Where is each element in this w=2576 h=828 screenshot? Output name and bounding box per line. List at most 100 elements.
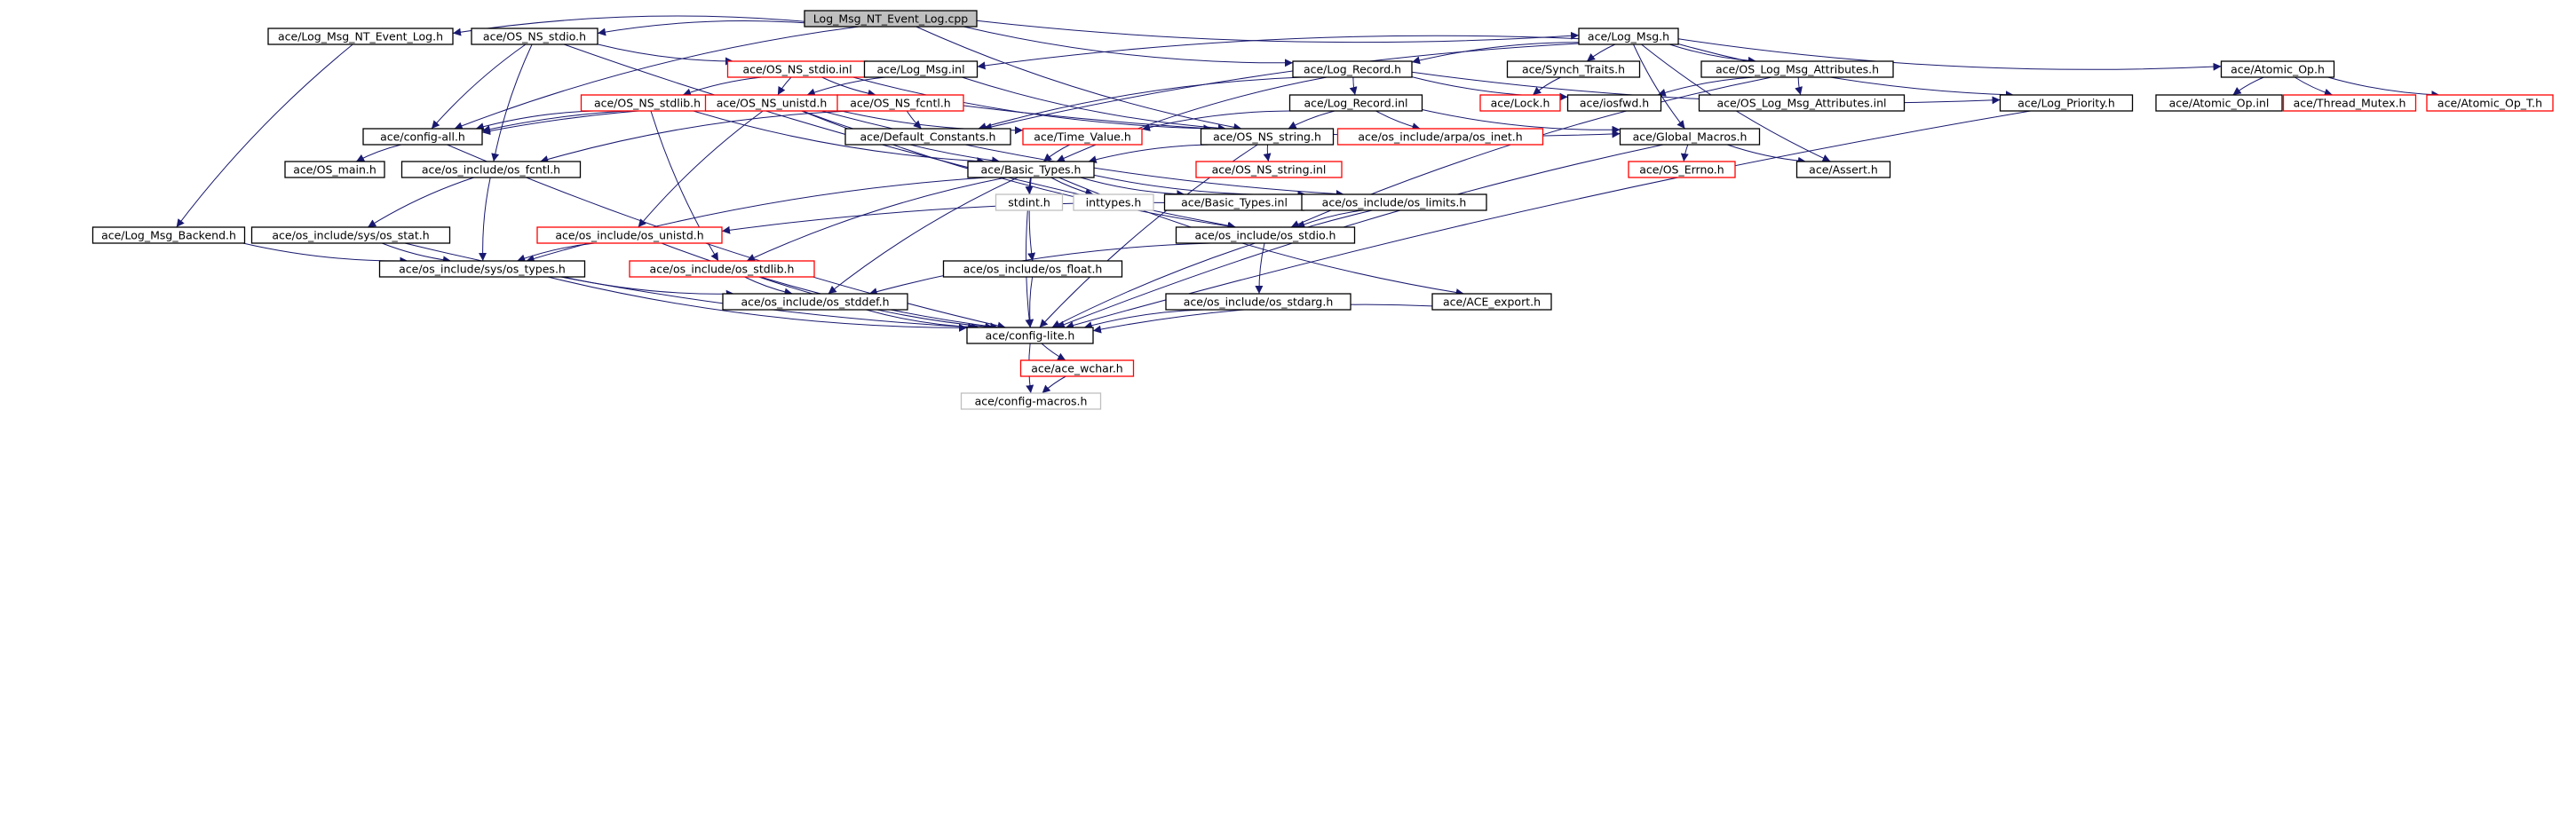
node-box — [629, 260, 815, 278]
node-log-msg-nt-event-log-h[interactable]: ace/Log_Msg_NT_Event_Log.h — [267, 28, 454, 45]
node-inttypes-h[interactable]: inttypes.h — [1073, 193, 1154, 211]
node-os-stddef-h[interactable]: ace/os_include/os_stddef.h — [722, 293, 908, 311]
node-box — [1431, 293, 1552, 311]
node-atomic-op-h[interactable]: ace/Atomic_Op.h — [2220, 60, 2335, 78]
node-os-unistd-h[interactable]: ace/os_include/os_unistd.h — [536, 226, 723, 244]
node-label: ace/Synch_Traits.h — [1522, 63, 1625, 76]
edge-os-ns-stdio-inl-to-os-ns-stdlib-h — [682, 76, 763, 97]
node-label: ace/OS_NS_string.h — [1213, 130, 1321, 144]
node-os-ns-unistd-h[interactable]: ace/OS_NS_unistd.h — [704, 94, 839, 112]
node-lock-h[interactable]: ace/Lock.h — [1479, 94, 1561, 112]
node-log-record-h[interactable]: ace/Log_Record.h — [1292, 60, 1413, 78]
node-os-ns-string-h[interactable]: ace/OS_NS_string.h — [1200, 128, 1335, 146]
node-label: ace/Atomic_Op.h — [2231, 63, 2325, 76]
node-assert-h[interactable]: ace/Assert.h — [1795, 161, 1891, 178]
node-log-priority-h[interactable]: ace/Log_Priority.h — [1999, 94, 2134, 112]
node-ace-wchar-h[interactable]: ace/ace_wchar.h — [1019, 359, 1135, 377]
node-global-macros-h[interactable]: ace/Global_Macros.h — [1619, 128, 1761, 146]
node-stdint-h[interactable]: stdint.h — [995, 193, 1064, 211]
node-label: ace/os_include/os_float.h — [963, 263, 1103, 276]
node-label: ace/OS_NS_stdio.h — [483, 30, 586, 43]
edge-os-float-h-to-config-lite-h — [1026, 276, 1034, 328]
edge-os-ns-unistd-h-to-time-value-h — [837, 109, 1024, 135]
node-box — [1700, 60, 1894, 78]
node-config-lite-h[interactable]: ace/config-lite.h — [966, 327, 1094, 344]
node-ace-export-h[interactable]: ace/ACE_export.h — [1431, 293, 1552, 311]
edge-os-ns-stdio-inl-to-os-ns-fcntl-h — [821, 76, 876, 98]
node-os-limits-h[interactable]: ace/os_include/os_limits.h — [1301, 193, 1487, 211]
edge-os-ns-stdlib-h-to-config-all-h — [475, 110, 595, 130]
node-atomic-op-inl[interactable]: ace/Atomic_Op.inl — [2155, 94, 2283, 112]
node-os-ns-stdlib-h[interactable]: ace/OS_NS_stdlib.h — [580, 94, 715, 112]
node-os-stdlib-h[interactable]: ace/os_include/os_stdlib.h — [629, 260, 815, 278]
edge-root-to-log-msg-h — [976, 20, 1580, 43]
node-os-ns-string-inl[interactable]: ace/OS_NS_string.inl — [1195, 161, 1343, 178]
edge-config-lite-h-to-ace-wchar-h — [1041, 343, 1066, 361]
node-default-constants-h[interactable]: ace/Default_Constants.h — [844, 128, 1011, 146]
node-box — [1506, 60, 1641, 78]
node-sys-os-types-h[interactable]: ace/os_include/sys/os_types.h — [378, 260, 586, 278]
node-os-ns-stdio-h[interactable]: ace/OS_NS_stdio.h — [471, 28, 598, 45]
node-os-fcntl-h[interactable]: ace/os_include/os_fcntl.h — [400, 161, 582, 178]
node-box — [471, 28, 598, 45]
node-sys-os-stat-h[interactable]: ace/os_include/sys/os_stat.h — [250, 226, 451, 244]
node-os-stdio-h[interactable]: ace/os_include/os_stdio.h — [1175, 226, 1356, 244]
node-label: ace/ace_wchar.h — [1031, 362, 1122, 375]
node-basic-types-inl[interactable]: ace/Basic_Types.inl — [1163, 193, 1305, 211]
node-label: inttypes.h — [1086, 196, 1142, 209]
node-log-msg-h[interactable]: ace/Log_Msg.h — [1578, 28, 1679, 45]
node-box — [804, 10, 978, 28]
node-label: ace/os_include/sys/os_types.h — [399, 263, 566, 276]
node-box — [1022, 128, 1143, 146]
node-box — [1479, 94, 1561, 112]
node-synch-traits-h[interactable]: ace/Synch_Traits.h — [1506, 60, 1641, 78]
node-root[interactable]: Log_Msg_NT_Event_Log.cpp — [804, 10, 978, 28]
node-config-macros-h[interactable]: ace/config-macros.h — [960, 392, 1102, 410]
edge-basic-types-h-to-os-stddef-h — [828, 177, 1019, 295]
node-label: ace/Lock.h — [1491, 97, 1550, 110]
edge-global-macros-h-to-assert-h — [1726, 144, 1806, 165]
edge-os-ns-string-h-to-os-ns-string-inl — [1263, 144, 1272, 162]
node-box — [1288, 94, 1423, 112]
node-label: ace/os_include/os_stdarg.h — [1184, 296, 1334, 309]
node-os-ns-fcntl-h[interactable]: ace/OS_NS_fcntl.h — [836, 94, 964, 112]
edge-os-stdarg-h-to-config-lite-h — [1083, 309, 1205, 329]
node-time-value-h[interactable]: ace/Time_Value.h — [1022, 128, 1143, 146]
node-box — [967, 161, 1095, 178]
edge-atomic-op-h-to-atomic-op-t-h — [2327, 76, 2440, 99]
node-arpa-os-inet-h[interactable]: ace/os_include/arpa/os_inet.h — [1336, 128, 1544, 146]
edge-root-to-config-all-h — [454, 26, 860, 130]
node-box — [1578, 28, 1679, 45]
edge-config-all-h-to-os-main-h — [355, 144, 402, 162]
edge-log-msg-h-to-default-constants-h — [983, 43, 1580, 131]
node-os-main-h[interactable]: ace/OS_main.h — [284, 161, 385, 178]
node-box — [1292, 60, 1413, 78]
node-label: ace/os_include/os_stddef.h — [741, 296, 889, 309]
edge-os-ns-unistd-h-to-os-unistd-h — [638, 110, 764, 228]
node-basic-types-h[interactable]: ace/Basic_Types.h — [967, 161, 1095, 178]
node-iosfwd-h[interactable]: ace/iosfwd.h — [1566, 94, 1662, 112]
node-log-msg-backend-h[interactable]: ace/Log_Msg_Backend.h — [91, 226, 246, 244]
edge-log-msg-inl-to-os-ns-string-h — [962, 76, 1226, 132]
node-os-float-h[interactable]: ace/os_include/os_float.h — [942, 260, 1123, 278]
node-os-errno-h[interactable]: ace/OS_Errno.h — [1628, 161, 1736, 178]
edge-log-msg-h-to-synch-traits-h — [1586, 43, 1616, 62]
node-thread-mutex-h[interactable]: ace/Thread_Mutex.h — [2282, 94, 2417, 112]
edge-log-record-h-to-default-constants-h — [978, 76, 1303, 130]
node-label: ace/Basic_Types.h — [981, 163, 1082, 177]
node-atomic-op-t-h[interactable]: ace/Atomic_Op_T.h — [2426, 94, 2554, 112]
edge-os-ns-string-h-to-basic-types-h — [1088, 144, 1210, 164]
edge-atomic-op-h-to-thread-mutex-h — [2294, 76, 2333, 97]
node-os-ns-stdio-inl[interactable]: ace/OS_NS_stdio.inl — [726, 60, 868, 78]
node-os-stdarg-h[interactable]: ace/os_include/os_stdarg.h — [1165, 293, 1351, 311]
node-log-msg-inl[interactable]: ace/Log_Msg.inl — [863, 60, 979, 78]
node-os-log-msg-attributes-h[interactable]: ace/OS_Log_Msg_Attributes.h — [1700, 60, 1894, 78]
edge-os-stdlib-h-to-os-stddef-h — [744, 276, 793, 296]
edge-log-msg-h-to-log-msg-inl — [977, 35, 1580, 70]
node-label: ace/OS_Log_Msg_Attributes.h — [1716, 63, 1879, 76]
node-label: ace/Log_Priority.h — [2017, 97, 2115, 110]
node-log-record-inl[interactable]: ace/Log_Record.inl — [1288, 94, 1423, 112]
node-config-all-h[interactable]: ace/config-all.h — [362, 128, 483, 146]
node-os-log-msg-attributes-inl[interactable]: ace/OS_Log_Msg_Attributes.inl — [1698, 94, 1906, 112]
edge-global-macros-h-to-config-lite-h — [1056, 144, 1664, 328]
